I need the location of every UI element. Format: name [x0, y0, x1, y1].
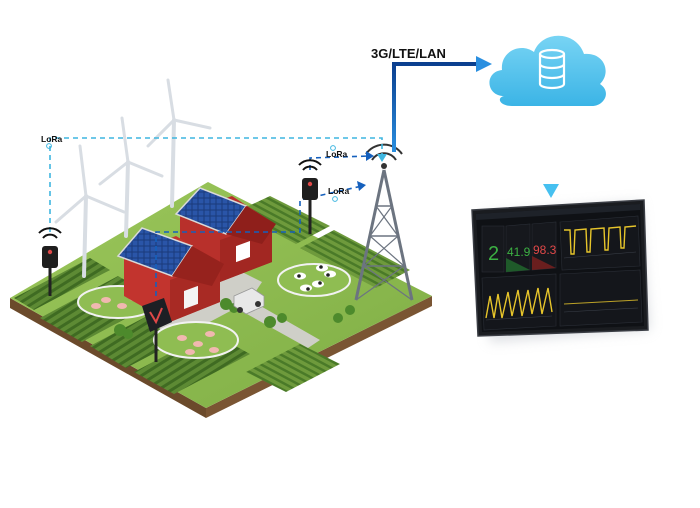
wind-turbine [146, 78, 212, 208]
lora-label: LoRa [326, 149, 348, 159]
animal-pens [77, 263, 351, 359]
lora-label: LoRa [328, 186, 350, 196]
utility-vehicle [233, 287, 265, 315]
lora-sensor-icon [298, 159, 322, 234]
timeseries-chart-bottom-left [481, 273, 557, 331]
lora-gateway-icon [142, 298, 172, 362]
crop-field [246, 344, 340, 392]
stat-value-1: 41.9 [507, 245, 531, 259]
downlink-arrow [543, 104, 559, 198]
lora-link [49, 137, 383, 232]
lora-badge: LoRa [328, 186, 350, 202]
stat-value-2: 98.3 [533, 243, 557, 257]
barn-front [116, 227, 224, 322]
network-label: 3G/LTE/LAN [371, 46, 446, 61]
lora-link [155, 185, 363, 296]
stat-panels: 2 41.9 98.3 [481, 221, 557, 273]
cell-tower-icon [354, 143, 414, 301]
timeseries-chart-bottom-right [559, 269, 643, 327]
lora-label: LoRa [41, 134, 63, 144]
wind-turbines [54, 78, 212, 278]
timeseries-chart-top [559, 215, 641, 271]
lora-badge: LoRa [326, 145, 348, 159]
stat-count: 2 [488, 243, 499, 265]
uplink-arrow [392, 56, 492, 152]
cloud-database-icon [489, 35, 606, 106]
database-icon [538, 48, 566, 90]
cows [294, 264, 336, 292]
lora-sensor-icon [38, 227, 62, 296]
crop-field [300, 230, 410, 288]
crop-field [236, 196, 330, 244]
wind-turbine [98, 116, 164, 238]
wind-turbine [54, 144, 126, 278]
dashboard-tablet: 2 41.9 98.3 [471, 199, 650, 342]
lora-badge: LoRa [41, 134, 63, 149]
